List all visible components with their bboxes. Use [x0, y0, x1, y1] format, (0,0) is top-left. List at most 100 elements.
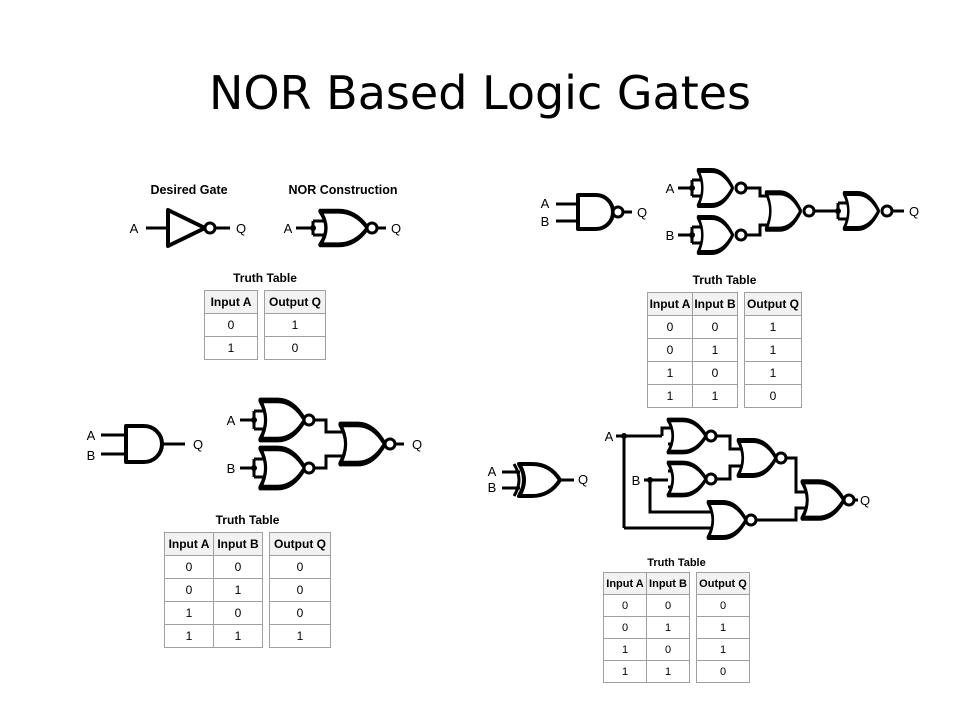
table-cell: 1 — [646, 616, 690, 639]
not-gate-section: Desired Gate NOR Construction A Q A Q — [130, 183, 401, 248]
table-cell: 1 — [692, 384, 738, 408]
table-header-cell: Output Q — [269, 532, 331, 556]
table-header-cell: Input A — [647, 292, 693, 316]
or-truth-table-title: Truth Table — [692, 273, 757, 287]
xor-input-a-label: A — [488, 464, 497, 479]
table-cell: 1 — [603, 660, 647, 683]
nor-construction-header: NOR Construction — [288, 183, 397, 197]
and-truth-table-title: Truth Table — [215, 513, 280, 527]
xor-gate-section: A B Q — [488, 420, 870, 538]
table-cell: 1 — [164, 601, 214, 625]
table-cell: 0 — [692, 361, 738, 385]
table-cell: 1 — [646, 660, 690, 683]
not-input-a-label: A — [130, 221, 139, 236]
table-header-cell: Input B — [213, 532, 263, 556]
table-cell: 1 — [744, 315, 802, 339]
or-nor-output-label: Q — [909, 204, 919, 219]
table-cell: 0 — [269, 601, 331, 625]
table-header-cell: Output Q — [696, 572, 750, 595]
table-cell: 0 — [164, 578, 214, 602]
or-output-q-label: Q — [637, 205, 647, 220]
xor-output-q-label: Q — [578, 472, 588, 487]
table-cell: 0 — [647, 338, 693, 362]
table-cell: 0 — [269, 555, 331, 579]
table-cell: 0 — [744, 384, 802, 408]
not-gate-symbol — [146, 208, 230, 248]
not-truth-table-title: Truth Table — [233, 271, 297, 285]
or-input-b-label: B — [541, 214, 550, 229]
table-cell: 1 — [647, 384, 693, 408]
and-input-b-label: B — [87, 448, 96, 463]
and-output-q-label: Q — [193, 437, 203, 452]
table-cell: 0 — [269, 578, 331, 602]
or-input-a-label: A — [541, 196, 550, 211]
table-cell: 1 — [744, 338, 802, 362]
table-cell: 0 — [696, 594, 750, 617]
table-cell: 0 — [646, 594, 690, 617]
table-cell: 1 — [164, 624, 214, 648]
table-cell: 1 — [264, 313, 326, 337]
xor-nor-input-b-label: B — [632, 473, 641, 488]
and-gate-section: A B Q A B Q — [87, 400, 422, 487]
or-nor-construction — [678, 171, 904, 253]
table-header-row: Input A Input B Output Q — [164, 532, 331, 556]
table-cell: 1 — [603, 638, 647, 661]
table-header-cell: Input B — [646, 572, 690, 595]
nor-not-output-label: Q — [391, 221, 401, 236]
xor-desired-symbol — [502, 462, 574, 498]
table-cell: 1 — [213, 578, 263, 602]
or-gate-section: A B Q — [541, 171, 919, 253]
table-cell: 0 — [213, 601, 263, 625]
table-cell: 0 — [696, 660, 750, 683]
xor-nor-input-a-label: A — [605, 429, 614, 444]
table-header-cell: Output Q — [744, 292, 802, 316]
table-cell: 0 — [164, 555, 214, 579]
not-truth-table-block: Truth Table Input A Output Q 0 1 1 0 — [204, 270, 326, 360]
table-cell: 1 — [647, 361, 693, 385]
not-output-q-label: Q — [236, 221, 246, 236]
or-nor-input-a-label: A — [666, 181, 675, 196]
table-header-cell: Output Q — [264, 290, 326, 314]
table-cell: 1 — [696, 616, 750, 639]
table-header-cell: Input A — [164, 532, 214, 556]
and-nor-input-b-label: B — [227, 461, 236, 476]
xor-truth-table-title: Truth Table — [647, 557, 706, 569]
and-nor-input-a-label: A — [227, 413, 236, 428]
table-header-row: Input A Input B Output Q — [603, 572, 750, 595]
xor-nor-construction — [616, 420, 858, 538]
table-header-cell: Input B — [692, 292, 738, 316]
desired-gate-header: Desired Gate — [150, 183, 227, 197]
nor-not-input-label: A — [284, 221, 293, 236]
table-row: 1 0 — [204, 336, 326, 360]
xor-nor-output-label: Q — [860, 493, 870, 508]
xor-input-b-label: B — [488, 480, 497, 495]
table-cell: 0 — [692, 315, 738, 339]
table-cell: 0 — [204, 313, 258, 337]
table-cell: 1 — [744, 361, 802, 385]
table-header-row: Input A Input B Output Q — [647, 292, 802, 316]
and-input-a-label: A — [87, 428, 96, 443]
table-cell: 1 — [696, 638, 750, 661]
table-row: 0 1 — [204, 313, 326, 337]
table-cell: 1 — [692, 338, 738, 362]
table-cell: 0 — [213, 555, 263, 579]
and-nor-output-label: Q — [412, 437, 422, 452]
or-nor-input-b-label: B — [666, 228, 675, 243]
table-cell: 0 — [264, 336, 326, 360]
table-cell: 0 — [647, 315, 693, 339]
table-cell: 1 — [213, 624, 263, 648]
